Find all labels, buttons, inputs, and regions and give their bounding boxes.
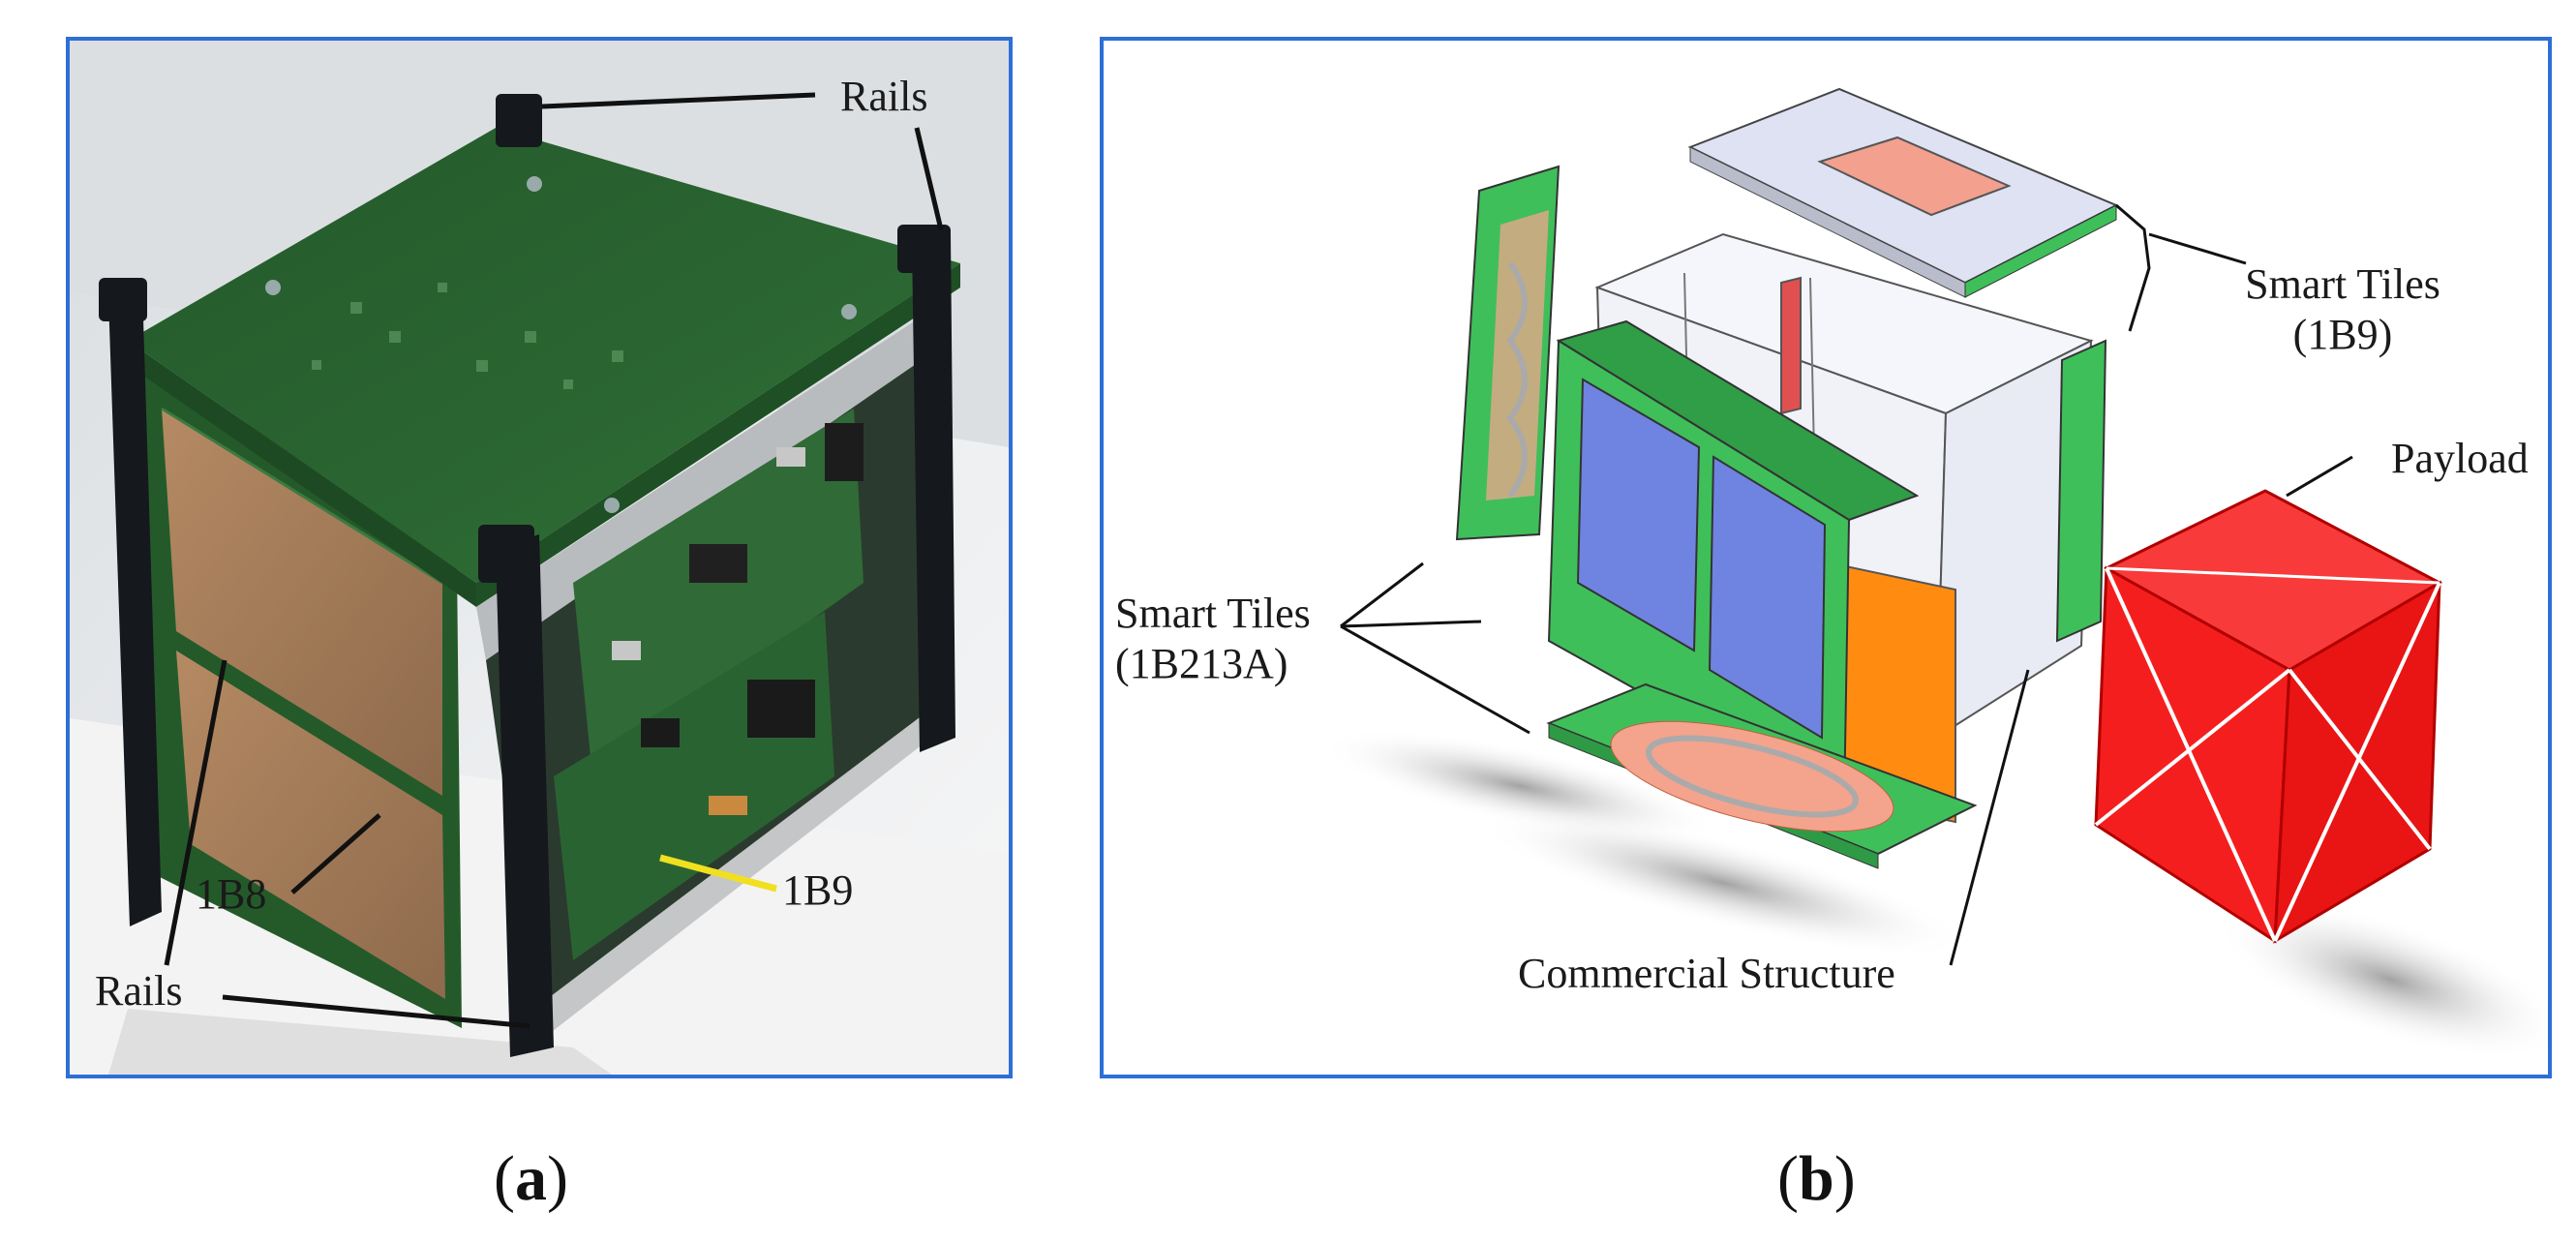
leader-1b8 xyxy=(290,813,381,894)
leader-smart-tiles-top xyxy=(2115,203,2151,332)
panel-b-exploded-view: Smart Tiles (1B9) Payload Smart Tiles (1… xyxy=(1100,37,2552,1078)
label-1b9: 1B9 xyxy=(782,866,854,914)
copper-patch-upper xyxy=(162,409,442,796)
tile-front-solar xyxy=(1547,319,1920,807)
label-smart-tiles-left-line1: Smart Tiles xyxy=(1115,590,1311,637)
leader-smart-tiles-left-a xyxy=(1340,561,1424,628)
solar-cell-right xyxy=(1708,455,1827,740)
internal-electronics xyxy=(486,360,931,1038)
leader-rails-top-b xyxy=(914,127,944,230)
solar-cell-left xyxy=(1576,378,1701,652)
tile-right-side xyxy=(2055,339,2107,643)
exploded-cad-illustration xyxy=(1320,87,2548,1059)
caption-a: (a) xyxy=(494,1143,568,1214)
pointer-line-1b9 xyxy=(659,854,777,893)
leader-rails-bottom-a xyxy=(164,659,227,966)
label-smart-tiles-left-line2: (1B213A) xyxy=(1115,640,1288,687)
caption-b: (b) xyxy=(1777,1143,1856,1214)
label-rails-bottom: Rails xyxy=(95,967,183,1015)
label-smart-tiles-top: Smart Tiles (1B9) xyxy=(2207,263,2478,356)
payload-cube xyxy=(2094,489,2443,944)
leader-payload xyxy=(2286,455,2353,498)
label-commercial-structure: Commercial Structure xyxy=(1518,950,1895,997)
leader-smart-tiles-top-b xyxy=(2148,232,2247,265)
tile-back-left xyxy=(1455,165,1561,541)
leader-rails-bottom-b xyxy=(222,994,530,1029)
label-1b8: 1B8 xyxy=(196,870,267,918)
cubesat-photo-illustration xyxy=(70,41,1009,1075)
label-smart-tiles-left: Smart Tiles (1B213A) xyxy=(1115,592,1311,685)
tile-bottom xyxy=(1546,682,1978,869)
rails xyxy=(99,94,955,1057)
leader-smart-tiles-left-b xyxy=(1340,620,1482,628)
leader-smart-tiles-left-c xyxy=(1340,624,1530,735)
leader-commercial-structure xyxy=(1949,669,2030,966)
leader-rails-top-a xyxy=(541,92,816,109)
label-smart-tiles-top-line2: (1B9) xyxy=(2292,311,2393,358)
panel-a-photo: Rails Rails 1B8 1B9 xyxy=(66,37,1013,1078)
label-payload: Payload xyxy=(2391,435,2529,482)
top-pcb-tile xyxy=(128,128,960,607)
copper-patch-lower xyxy=(176,651,445,999)
label-smart-tiles-top-line1: Smart Tiles xyxy=(2245,260,2440,308)
label-rails-top: Rails xyxy=(840,73,928,120)
